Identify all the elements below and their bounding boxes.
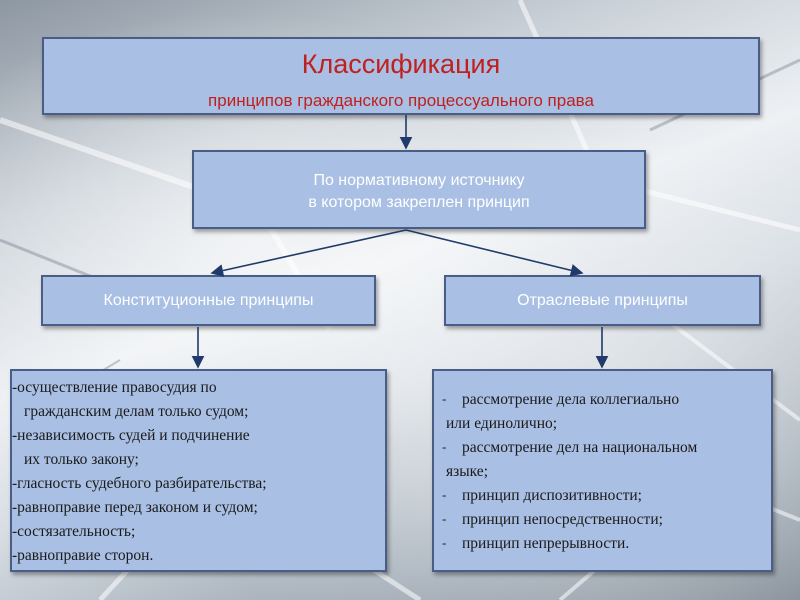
list-item: -осуществление правосудия по <box>12 379 217 396</box>
constitutional-principles-list: -осуществление правосудия по гражданским… <box>10 369 387 572</box>
source-criterion-line1: По нормативному источнику <box>313 172 525 189</box>
bullet-icon: - <box>442 391 447 406</box>
constitutional-principles-box: Конституционные принципы <box>41 275 376 326</box>
list-item: -равноправие перед законом и судом; <box>12 499 258 516</box>
list-item: или единолично; <box>446 415 558 432</box>
list-item: принцип непосредственности; <box>462 511 663 528</box>
list-item: -независимость судей и подчинение <box>12 427 250 444</box>
list-item: их только закону; <box>24 451 139 468</box>
list-item: рассмотрение дел на национальном <box>462 439 698 456</box>
title-box: Классификация принципов гражданского про… <box>42 37 760 115</box>
list-item: принцип непрерывности. <box>462 535 630 552</box>
source-criterion-box: По нормативному источнику в котором закр… <box>192 150 646 229</box>
branch-principles-list: - рассмотрение дела коллегиально или еди… <box>432 369 773 572</box>
list-item: языке; <box>446 463 488 480</box>
bullet-icon: - <box>442 535 447 550</box>
list-item: принцип диспозитивности; <box>462 487 642 504</box>
diagram-title: Классификация <box>301 49 501 79</box>
list-item: -гласность судебного разбирательства; <box>12 475 267 492</box>
list-item: рассмотрение дела коллегиально <box>462 391 680 408</box>
list-item: -равноправие сторон. <box>12 547 154 564</box>
branch-principles-label: Отраслевые принципы <box>517 292 688 309</box>
diagram-subtitle: принципов гражданского процессуального п… <box>208 91 594 110</box>
constitutional-principles-label: Конституционные принципы <box>103 292 314 309</box>
bullet-icon: - <box>442 511 447 526</box>
bullet-icon: - <box>442 487 447 502</box>
bullet-icon: - <box>442 439 447 454</box>
source-criterion-line2: в котором закреплен принцип <box>308 194 530 211</box>
list-item: гражданским делам только судом; <box>24 403 249 420</box>
branch-principles-box: Отраслевые принципы <box>444 275 761 326</box>
list-item: -состязательность; <box>12 523 136 540</box>
